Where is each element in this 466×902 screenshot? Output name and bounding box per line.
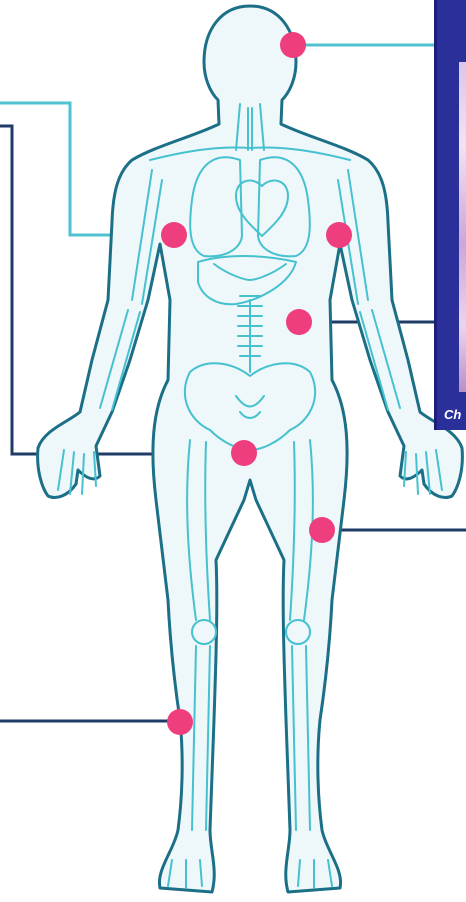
marker-thigh bbox=[309, 517, 335, 543]
marker-calf bbox=[167, 709, 193, 735]
inset-caption: Ch bbox=[444, 407, 461, 422]
marker-right-shoulder bbox=[161, 222, 187, 248]
inset-panel: Ch bbox=[434, 0, 466, 430]
marker-pelvis bbox=[231, 440, 257, 466]
marker-head bbox=[280, 32, 306, 58]
marker-left-shoulder bbox=[326, 222, 352, 248]
inset-image bbox=[459, 62, 466, 392]
marker-abdomen bbox=[286, 309, 312, 335]
